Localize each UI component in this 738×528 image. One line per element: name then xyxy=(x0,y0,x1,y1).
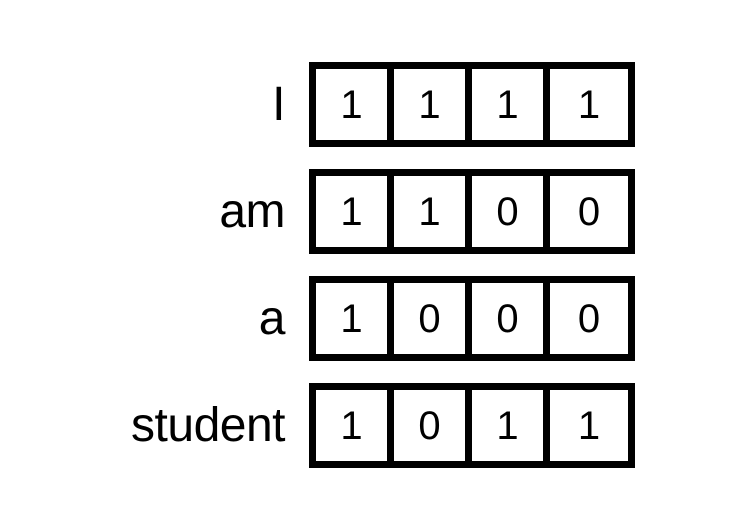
matrix-row: I 1 1 1 1 xyxy=(0,62,738,147)
matrix-cell-0-2[interactable]: 1 xyxy=(472,69,550,140)
row-vector-0: 1 1 1 1 xyxy=(309,62,635,147)
matrix-row-list: I 1 1 1 1 am 1 1 0 0 a 1 0 0 0 xyxy=(0,62,738,468)
row-label-1: am xyxy=(219,184,285,238)
matrix-cell-1-2[interactable]: 0 xyxy=(472,176,550,247)
matrix-row: am 1 1 0 0 xyxy=(0,169,738,254)
matrix-cell-2-3[interactable]: 0 xyxy=(550,283,628,354)
row-vector-1: 1 1 0 0 xyxy=(309,169,635,254)
matrix-cell-2-2[interactable]: 0 xyxy=(472,283,550,354)
matrix-cell-3-1[interactable]: 0 xyxy=(394,390,472,461)
matrix-cell-1-1[interactable]: 1 xyxy=(394,176,472,247)
matrix-row: a 1 0 0 0 xyxy=(0,276,738,361)
matrix-cell-1-3[interactable]: 0 xyxy=(550,176,628,247)
row-label-0: I xyxy=(272,77,285,131)
matrix-cell-3-0[interactable]: 1 xyxy=(316,390,394,461)
matrix-cell-0-0[interactable]: 1 xyxy=(316,69,394,140)
matrix-row: student 1 0 1 1 xyxy=(0,383,738,468)
row-label-3: student xyxy=(131,398,285,452)
row-vector-3: 1 0 1 1 xyxy=(309,383,635,468)
matrix-cell-0-3[interactable]: 1 xyxy=(550,69,628,140)
matrix-cell-3-2[interactable]: 1 xyxy=(472,390,550,461)
row-vector-2: 1 0 0 0 xyxy=(309,276,635,361)
row-label-2: a xyxy=(258,291,286,345)
matrix-cell-3-3[interactable]: 1 xyxy=(550,390,628,461)
matrix-cell-2-1[interactable]: 0 xyxy=(394,283,472,354)
matrix-cell-1-0[interactable]: 1 xyxy=(316,176,394,247)
matrix-cell-2-0[interactable]: 1 xyxy=(316,283,394,354)
matrix-cell-0-1[interactable]: 1 xyxy=(394,69,472,140)
